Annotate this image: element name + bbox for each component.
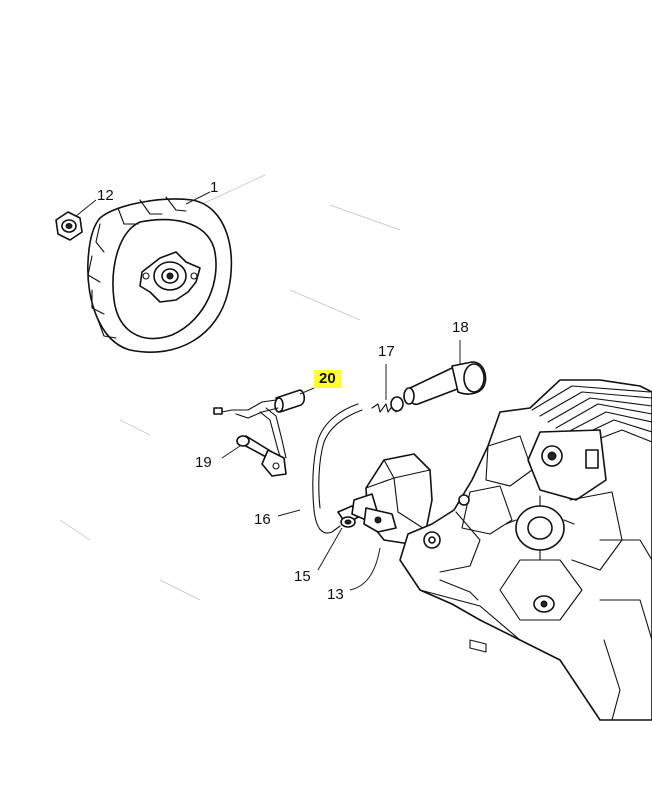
spring-part [371, 396, 404, 413]
callout-19: 19 [195, 454, 212, 471]
callout-18: 18 [452, 319, 469, 336]
ignition-module-part [351, 453, 433, 545]
background-scan-marks [59, 174, 401, 601]
callout-12: 12 [97, 187, 114, 204]
ignition-lead-part [312, 403, 363, 534]
wire-harness-part [213, 389, 306, 477]
callout-1: 1 [210, 179, 219, 196]
engine-block-part [399, 379, 652, 721]
spark-plug-cap-part [403, 361, 487, 406]
callout-17: 17 [378, 343, 395, 360]
callout-20-highlighted: 20 [314, 370, 341, 388]
leader-lines [75, 191, 461, 591]
callout-13: 13 [327, 586, 344, 603]
callout-15: 15 [294, 568, 311, 585]
callout-16: 16 [254, 511, 271, 528]
nut-part [55, 211, 83, 241]
flywheel-part [87, 196, 233, 353]
